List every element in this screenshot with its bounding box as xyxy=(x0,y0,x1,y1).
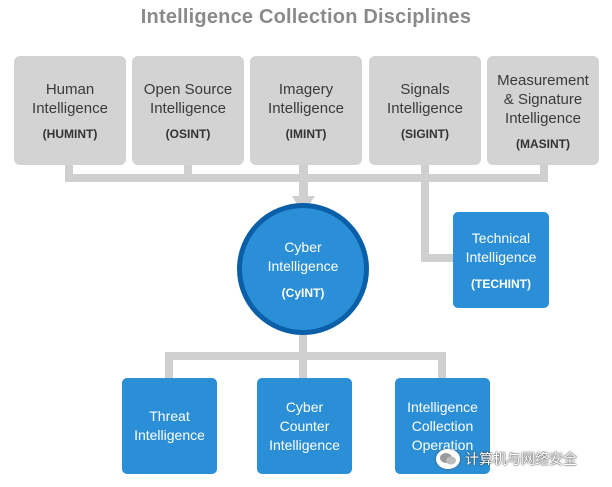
discipline-label: Imagery Intelligence xyxy=(268,81,344,117)
discipline-box-sigint: Signals Intelligence (SIGINT) xyxy=(369,56,481,165)
output-label: Threat Intelligence xyxy=(134,408,205,443)
discipline-label: Measurement & Signature Intelligence xyxy=(497,71,589,127)
diagram-title: Intelligence Collection Disciplines xyxy=(140,6,472,28)
discipline-box-humint: Human Intelligence (HUMINT) xyxy=(14,56,126,165)
discipline-abbr: (MASINT) xyxy=(516,136,570,151)
watermark-text: 计算机与网络安全 xyxy=(465,451,577,467)
discipline-box-masint: Measurement & Signature Intelligence (MA… xyxy=(487,56,599,165)
discipline-abbr: (IMINT) xyxy=(285,127,327,141)
watermark: 计算机与网络安全 xyxy=(436,446,577,472)
techint-abbr: (TECHINT) xyxy=(471,277,531,291)
discipline-abbr: (OSINT) xyxy=(165,127,211,141)
discipline-abbr: (HUMINT) xyxy=(42,127,98,141)
output-label: Intelligence Collection Operation xyxy=(407,398,478,453)
output-box-counter: Cyber Counter Intelligence xyxy=(257,378,352,474)
center-label: Cyber Intelligence xyxy=(267,239,339,274)
techint-box: Technical Intelligence (TECHINT) xyxy=(453,212,549,308)
cyber-intelligence-circle: Cyber Intelligence (CyINT) xyxy=(237,203,369,335)
discipline-label: Open Source Intelligence xyxy=(143,81,233,117)
discipline-label: Human Intelligence xyxy=(32,81,108,117)
output-label: Cyber Counter Intelligence xyxy=(269,398,340,453)
output-box-threat: Threat Intelligence xyxy=(122,378,217,474)
discipline-box-osint: Open Source Intelligence (OSINT) xyxy=(132,56,244,165)
discipline-box-imint: Imagery Intelligence (IMINT) xyxy=(250,56,362,165)
center-abbr: (CyINT) xyxy=(281,286,325,300)
discipline-label: Signals Intelligence xyxy=(387,81,463,117)
discipline-abbr: (SIGINT) xyxy=(401,127,449,141)
wechat-icon xyxy=(436,449,460,469)
techint-label: Technical Intelligence xyxy=(465,230,537,265)
